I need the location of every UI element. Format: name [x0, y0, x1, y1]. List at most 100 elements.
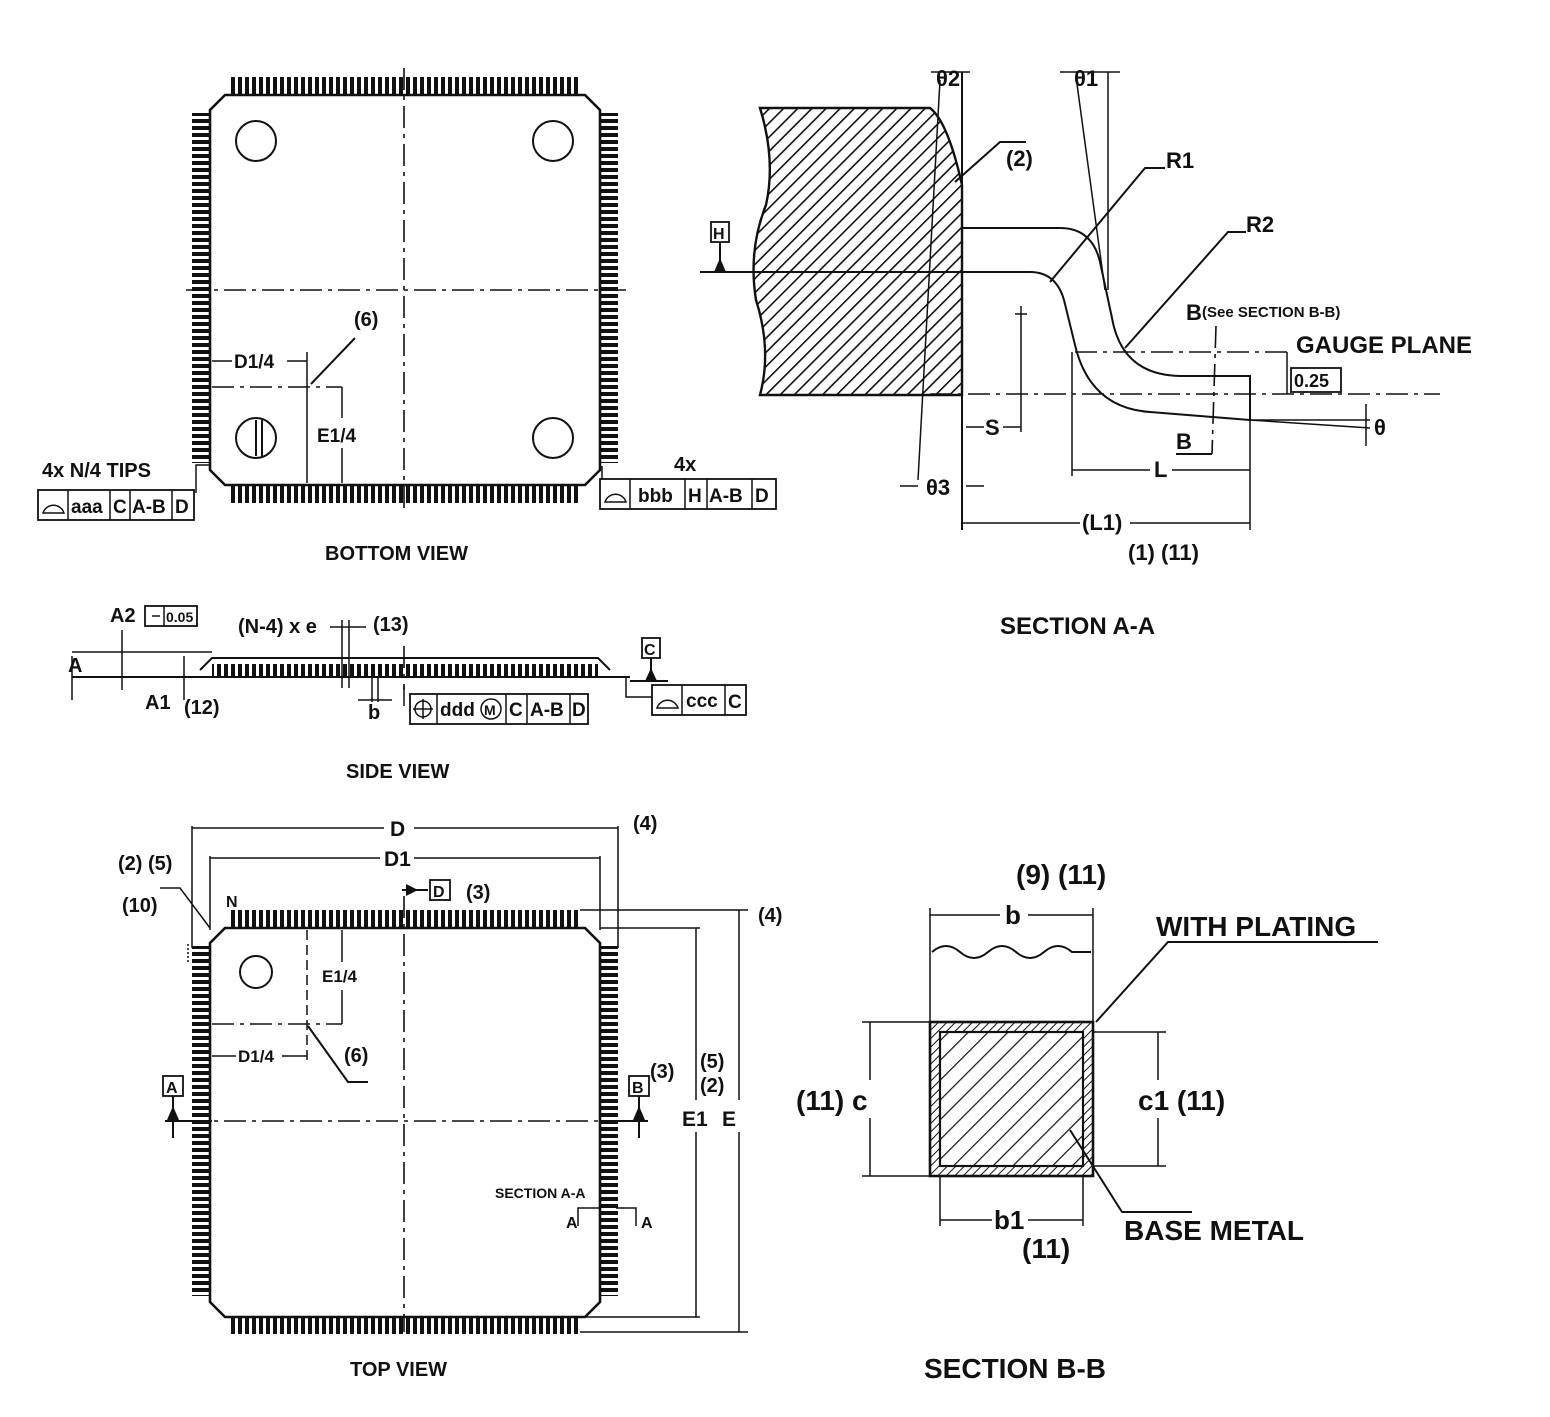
l1-label: (L1)	[1082, 510, 1122, 535]
with-plating-label: WITH PLATING	[1156, 911, 1356, 942]
top-note-5: (5)	[700, 1051, 724, 1073]
top-note-4-upper: (4)	[633, 813, 657, 835]
fcf-ddd-datum-d: D	[572, 700, 586, 721]
max-material-icon	[480, 698, 502, 720]
side-pins	[212, 664, 598, 676]
side-note-13: (13)	[373, 614, 409, 636]
r2-label: R2	[1246, 212, 1274, 237]
fcf-bbb-count: 4x	[674, 454, 696, 476]
theta-label: θ	[1374, 415, 1386, 440]
c1-dimension-label: c1 (11)	[1138, 1085, 1225, 1116]
top-view: D (4) D1 (2) (5) (10) N D (3) E1/4 D1/4 …	[118, 813, 782, 1381]
fcf-aaa-datum-c: C	[113, 497, 127, 518]
bottom-view-title: BOTTOM VIEW	[325, 543, 468, 565]
pin1-dimple-circle	[239, 955, 273, 989]
gauge-plane-label: GAUGE PLANE	[1296, 332, 1472, 359]
bottom-d1-4-label: D1/4	[234, 352, 275, 373]
section-bb-title: SECTION B-B	[924, 1353, 1106, 1384]
s-label: S	[985, 415, 1000, 440]
top-note-2: (2)	[700, 1075, 724, 1097]
profile-surface-icon	[603, 493, 628, 503]
top-cut-a-left: A	[566, 1215, 578, 1232]
b1-notes: (11)	[1022, 1233, 1070, 1264]
top-e1-4-label: E1/4	[322, 967, 358, 986]
top-d-label: D	[390, 818, 405, 841]
top-note-6: (6)	[344, 1045, 368, 1067]
l-label: L	[1154, 457, 1167, 482]
fcf-bbb-datum-ab: A-B	[709, 486, 743, 507]
datum-c: C	[644, 642, 656, 659]
side-pitch-label: (N-4) x e	[238, 616, 317, 638]
pin-n-label: N	[226, 894, 238, 911]
side-a2-flatness: 0.05	[166, 609, 193, 625]
b1-dimension-label: b1	[994, 1205, 1024, 1235]
top-d1-label: D1	[384, 848, 411, 871]
section-a-a: H θ2 θ1 θ3 (2) R1 R2 GAUGE PLANE 0.25 B …	[700, 66, 1472, 640]
top-d1-4-label: D1/4	[238, 1047, 274, 1066]
profile-surface-icon	[655, 699, 680, 709]
c-dimension-label: (11) c	[796, 1085, 868, 1116]
mold-body-hatched	[752, 106, 964, 397]
section-bb-b-label: b	[1005, 900, 1021, 930]
b-section-ref: B	[1186, 300, 1202, 325]
theta2-label: θ2	[936, 66, 960, 91]
side-view-title: SIDE VIEW	[346, 761, 449, 783]
datum-a: A	[166, 1080, 178, 1097]
top-view-title: TOP VIEW	[350, 1359, 447, 1381]
bottom-pins-left	[192, 113, 212, 463]
bottom-note-6: (6)	[354, 309, 378, 331]
fcf-ccc-datum-c: C	[728, 692, 742, 713]
base-metal	[938, 1030, 1085, 1168]
fcf-ddd-datum-c: C	[509, 700, 523, 721]
ejector-mark-circle	[532, 120, 574, 162]
side-body-outline	[199, 657, 611, 671]
bottom-pins-right	[598, 113, 618, 463]
fcf-aaa: aaa	[71, 497, 103, 518]
fcf-bbb: bbb	[638, 486, 673, 507]
datum-b: B	[632, 1080, 644, 1097]
top-note-4-right: (4)	[758, 905, 782, 927]
lead-lower-edge	[962, 271, 1251, 421]
tips-label: 4x N/4 TIPS	[42, 460, 151, 482]
top-note-3-right: (3)	[650, 1061, 674, 1083]
top-pins-top	[230, 910, 580, 930]
fcf-ccc: ccc	[686, 691, 718, 712]
fcf-bbb-datum-h: H	[688, 486, 702, 507]
base-metal-label: BASE METAL	[1124, 1215, 1304, 1246]
lead-upper-edge	[962, 227, 1251, 420]
b-cut-label: B	[1176, 429, 1192, 454]
datum-h: H	[713, 226, 725, 243]
section-b-b: (9) (11) b WITH PLATING (11) c c1 (11) b…	[796, 859, 1378, 1384]
fcf-aaa-datum-d: D	[175, 497, 189, 518]
ejector-mark-circle	[532, 417, 574, 459]
fcf-ddd: ddd	[440, 700, 475, 721]
bottom-pins-top	[230, 77, 580, 97]
side-a2-label: A2	[110, 605, 136, 627]
side-a1-label: A1	[145, 692, 171, 714]
top-e-label: E	[722, 1108, 736, 1131]
side-b-label: b	[368, 702, 380, 724]
top-body-outline	[208, 926, 602, 1319]
gauge-plane-value: 0.25	[1294, 371, 1329, 391]
top-pins-bottom	[230, 1314, 580, 1334]
bottom-pins-bottom	[230, 483, 580, 503]
pin1-mark-circle	[235, 417, 277, 459]
top-section-aa-label: SECTION A-A	[495, 1185, 585, 1201]
b-section-ref-note: (See SECTION B-B)	[1202, 304, 1340, 321]
ejector-mark-circle	[235, 120, 277, 162]
side-a-label: A	[68, 655, 82, 677]
section-bb-b-notes: (9) (11)	[1016, 859, 1106, 890]
l1-notes: (1) (11)	[1128, 540, 1199, 565]
top-note-3-upper: (3)	[466, 882, 490, 904]
section-aa-note-2: (2)	[1006, 146, 1033, 171]
profile-surface-icon	[41, 504, 66, 514]
section-aa-title: SECTION A-A	[1000, 613, 1155, 640]
side-note-12: (12)	[184, 697, 220, 719]
top-e1-label: E1	[682, 1108, 708, 1131]
fcf-ddd-datum-ab: A-B	[530, 700, 564, 721]
bottom-view: D1/4 E1/4 (6) 4x N/4 TIPS aaa C A-B D 4x…	[37, 68, 777, 565]
top-note-10: (10)	[122, 895, 158, 917]
lead-break-line	[931, 945, 1091, 959]
datum-d: D	[433, 884, 445, 901]
